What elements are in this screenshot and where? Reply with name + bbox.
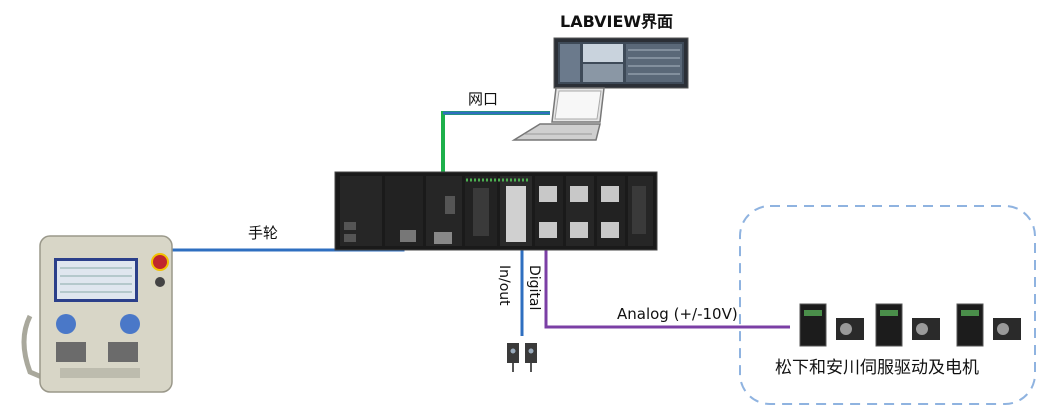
handwheel-label: 手轮 (248, 224, 279, 242)
network-cable (441, 111, 550, 178)
servo-drive-icon (799, 303, 984, 347)
analog-cable (544, 248, 790, 329)
photoelectric-sensor-icon (507, 343, 537, 372)
labview-monitor-icon (553, 37, 689, 89)
laptop-icon (511, 87, 605, 141)
plc-controller-icon (334, 171, 658, 251)
servo-motor-icon (836, 318, 1021, 340)
teach-pendant-icon (21, 235, 173, 393)
analog-label: Analog (+/-10V) (617, 305, 738, 323)
in-out-label: In/out (496, 265, 512, 306)
servo-group-frame (739, 205, 1036, 405)
labview-ui-label: LABVIEW界面 (560, 12, 674, 31)
digital-label: Digital (526, 265, 542, 311)
servo-group-label: 松下和安川伺服驱动及电机 (775, 358, 979, 378)
network-port-label: 网口 (468, 90, 499, 108)
